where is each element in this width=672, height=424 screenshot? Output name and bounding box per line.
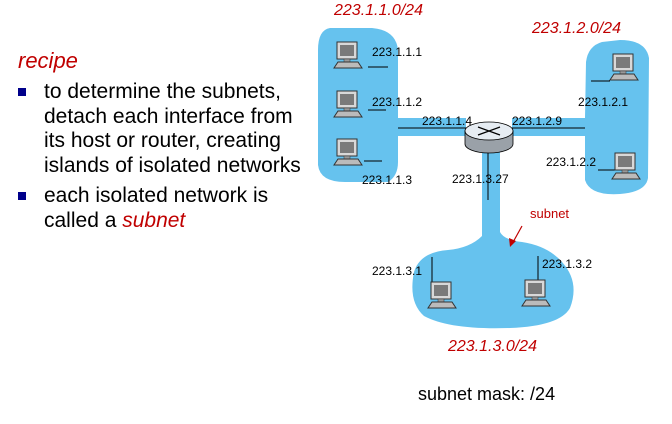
iface-223-1-3-27: 223.1.3.27	[452, 172, 509, 186]
subnet-3-island	[412, 226, 574, 329]
iface-223-1-1-1: 223.1.1.1	[372, 45, 423, 59]
iface-223-1-1-3: 223.1.1.3	[362, 173, 413, 187]
links	[364, 66, 617, 282]
network-label-1: 223.1.1.0/24	[334, 2, 423, 19]
subnet-arrow-icon	[509, 225, 523, 247]
router-icon	[464, 121, 514, 154]
bullet-list: to determine the subnets, detach each in…	[14, 80, 314, 239]
iface-223-1-2-1: 223.1.2.1	[578, 95, 629, 109]
bullet-1: to determine the subnets, detach each in…	[14, 80, 314, 178]
bullet-2: each isolated network is called a subnet	[14, 184, 314, 233]
subnet-3-link	[482, 150, 500, 242]
iface-223-1-1-2: 223.1.1.2	[372, 95, 423, 109]
bullet-square-icon	[18, 88, 26, 96]
network-label-2: 223.1.2.0/24	[532, 20, 621, 37]
bullet-2-text: each isolated network is called a	[44, 184, 269, 232]
iface-223-1-1-4: 223.1.1.4	[422, 114, 473, 128]
iface-223-1-3-1: 223.1.3.1	[372, 264, 423, 278]
recipe-heading: recipe	[18, 48, 78, 73]
iface-223-1-2-9: 223.1.2.9	[512, 114, 563, 128]
iface-223-1-3-2: 223.1.3.2	[542, 257, 593, 271]
bullet-2-emphasis: subnet	[122, 208, 186, 232]
subnet-callout-label: subnet	[530, 206, 570, 221]
bullet-square-icon	[18, 192, 26, 200]
iface-223-1-2-2: 223.1.2.2	[546, 155, 597, 169]
subnet-mask-label: subnet mask: /24	[418, 384, 556, 404]
bullet-1-text: to determine the subnets, detach each in…	[44, 80, 301, 177]
network-label-3: 223.1.3.0/24	[448, 338, 537, 355]
